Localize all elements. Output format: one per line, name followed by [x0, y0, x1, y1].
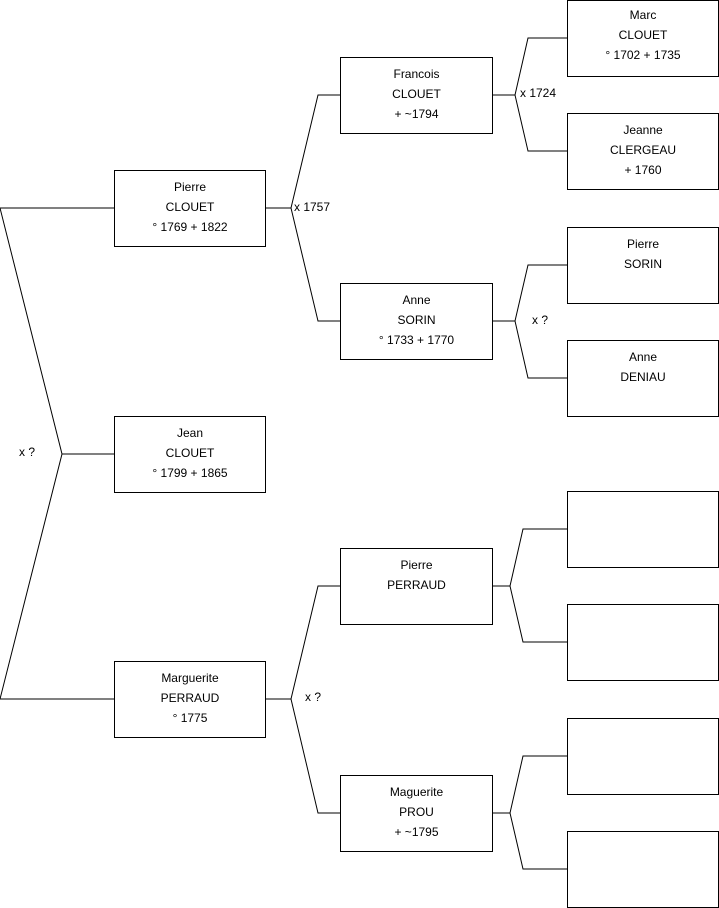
person-surname: DENIAU: [620, 370, 666, 384]
person-box-anne-deniau[interactable]: Anne DENIAU: [567, 340, 719, 417]
person-first-name: Jeanne: [623, 123, 663, 137]
connector-francois: [492, 37, 567, 152]
person-first-name: Marc: [629, 8, 657, 22]
connector-marguerite: [265, 585, 341, 814]
person-box-empty-4[interactable]: [567, 831, 719, 908]
person-box-marc-clouet[interactable]: Marc CLOUET ° 1702 + 1735: [567, 0, 719, 77]
person-dates: + ~1795: [394, 825, 439, 839]
marriage-label-jean-parents: x ?: [19, 445, 36, 459]
person-first-name: Pierre: [400, 558, 433, 572]
person-dates: ° 1702 + 1735: [605, 48, 681, 62]
person-surname: CLOUET: [618, 28, 668, 42]
marriage-label-marguerite-parents: x ?: [305, 690, 322, 704]
person-box-empty-2[interactable]: [567, 604, 719, 681]
person-box-empty-1[interactable]: [567, 491, 719, 568]
person-box-jeanne-clergeau[interactable]: Jeanne CLERGEAU + 1760: [567, 113, 719, 190]
person-first-name: Marguerite: [161, 671, 219, 685]
person-box-jean-clouet[interactable]: Jean CLOUET ° 1799 + 1865: [114, 416, 266, 493]
person-first-name: Anne: [628, 350, 658, 364]
person-first-name: Anne: [402, 293, 431, 307]
connector-pierre-perraud: [492, 528, 567, 643]
person-first-name: Pierre: [173, 180, 206, 194]
person-box-pierre-clouet[interactable]: Pierre CLOUET ° 1769 + 1822: [114, 170, 266, 247]
connector-maguerite-prou: [492, 755, 567, 870]
person-dates: ° 1769 + 1822: [152, 220, 228, 234]
person-surname: CLOUET: [165, 200, 215, 214]
person-surname: PERRAUD: [160, 691, 220, 705]
person-box-pierre-perraud[interactable]: Pierre PERRAUD: [340, 548, 493, 625]
person-surname: CLERGEAU: [609, 143, 677, 157]
person-box-marguerite-perraud[interactable]: Marguerite PERRAUD ° 1775: [114, 661, 266, 738]
person-surname: PERRAUD: [387, 578, 446, 592]
marriage-label-pierre-parents: x 1757: [294, 200, 331, 214]
person-box-pierre-sorin[interactable]: Pierre SORIN: [567, 227, 719, 304]
connector-anne: [492, 264, 567, 379]
person-surname: SORIN: [623, 257, 662, 271]
person-dates: + ~1794: [394, 107, 439, 121]
marriage-label-francois-parents: x 1724: [520, 86, 557, 100]
person-dates: ° 1733 + 1770: [378, 333, 455, 347]
person-first-name: Maguerite: [389, 785, 444, 799]
person-first-name: Pierre: [626, 237, 659, 251]
person-box-anne-sorin[interactable]: Anne SORIN ° 1733 + 1770: [340, 283, 493, 360]
person-dates: ° 1775: [172, 711, 208, 725]
person-surname: SORIN: [397, 313, 436, 327]
person-box-francois-clouet[interactable]: Francois CLOUET + ~1794: [340, 57, 493, 134]
person-surname: CLOUET: [165, 446, 215, 460]
person-dates: + 1760: [624, 163, 662, 177]
connector-jean: [0, 207, 115, 700]
person-dates: ° 1799 + 1865: [152, 466, 228, 480]
person-surname: PROU: [399, 805, 434, 819]
person-first-name: Francois: [393, 67, 440, 81]
marriage-label-anne-parents: x ?: [532, 313, 549, 327]
connector-pierre: [265, 94, 341, 322]
person-box-maguerite-prou[interactable]: Maguerite PROU + ~1795: [340, 775, 493, 852]
person-first-name: Jean: [176, 426, 204, 440]
person-surname: CLOUET: [392, 87, 441, 101]
person-box-empty-3[interactable]: [567, 718, 719, 795]
